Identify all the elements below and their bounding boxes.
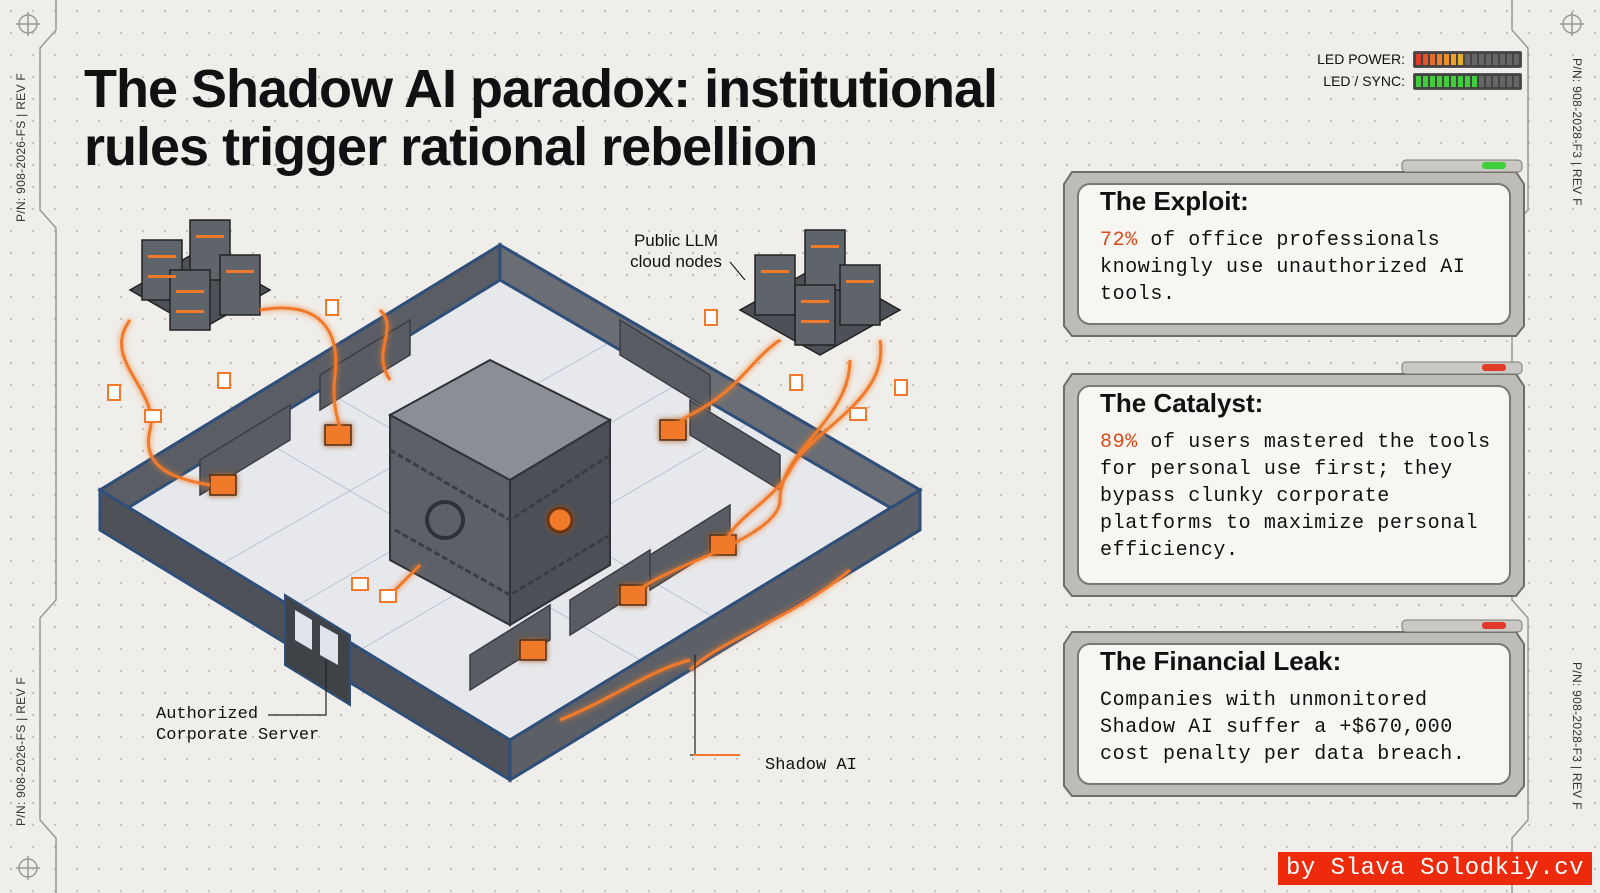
part-number-left-top: P/N: 908-2026-FS | REV F bbox=[14, 72, 28, 222]
led-segment bbox=[1493, 53, 1498, 65]
led-segment bbox=[1430, 53, 1435, 65]
card-catalyst-text: of users mastered the tools for personal… bbox=[1100, 431, 1491, 562]
led-segment bbox=[1486, 75, 1491, 87]
title-line-1: The Shadow AI paradox: institutional bbox=[84, 59, 998, 119]
led-segment bbox=[1465, 75, 1470, 87]
callout-corporate-server: Authorized Corporate Server bbox=[156, 704, 319, 746]
card-exploit-body: 72% of office professionals knowingly us… bbox=[1100, 227, 1500, 308]
document-icons bbox=[107, 299, 908, 603]
server-racks-right bbox=[738, 229, 902, 356]
led-segment bbox=[1458, 53, 1463, 65]
led-segment bbox=[1437, 53, 1442, 65]
card-exploit-stat: 72% bbox=[1100, 229, 1138, 252]
led-segment bbox=[1514, 53, 1519, 65]
led-segment bbox=[1444, 53, 1449, 65]
card-catalyst-title: The Catalyst: bbox=[1100, 388, 1264, 418]
led-segment bbox=[1423, 53, 1428, 65]
led-power-row: LED POWER: bbox=[1317, 48, 1522, 70]
card-financial-title: The Financial Leak: bbox=[1100, 646, 1342, 676]
led-segment bbox=[1444, 75, 1449, 87]
cubicles bbox=[199, 318, 781, 692]
callout-server-line2: Corporate Server bbox=[156, 726, 320, 745]
vault-server bbox=[387, 358, 613, 627]
callout-llm-line1: Public LLM bbox=[633, 231, 719, 250]
led-segment bbox=[1465, 53, 1470, 65]
office-illustration bbox=[97, 219, 923, 783]
callout-llm-line2: cloud nodes bbox=[630, 252, 722, 271]
card-catalyst-body: 89% of users mastered the tools for pers… bbox=[1100, 429, 1500, 564]
led-sync-row: LED / SYNC: bbox=[1317, 70, 1522, 92]
led-segment bbox=[1507, 53, 1512, 65]
callout-shadow-ai: Shadow AI bbox=[765, 756, 857, 775]
author-watermark: by Slava Solodkiy.cv bbox=[1277, 852, 1592, 885]
led-segment bbox=[1416, 75, 1421, 87]
led-segment bbox=[1437, 75, 1442, 87]
rack-leds bbox=[148, 235, 874, 323]
led-segment bbox=[1472, 75, 1477, 87]
led-segment bbox=[1451, 75, 1456, 87]
led-segment bbox=[1486, 53, 1491, 65]
led-segment bbox=[1500, 75, 1505, 87]
card-catalyst: The Catalyst: 89% of users mastered the … bbox=[1062, 360, 1526, 598]
part-number-left-bottom: P/N: 908-2026-FS | REV F bbox=[14, 676, 28, 826]
title-line-2: rules trigger rational rebellion bbox=[84, 117, 818, 177]
callout-llm-nodes: Public LLM cloud nodes bbox=[616, 230, 736, 272]
callout-server-line1: Authorized bbox=[156, 705, 259, 724]
card-financial-body: Companies with unmonitored Shadow AI suf… bbox=[1100, 689, 1466, 766]
card-exploit-text: of office professionals knowingly use un… bbox=[1100, 229, 1466, 306]
page-title: The Shadow AI paradox: institutional rul… bbox=[84, 60, 1044, 176]
part-number-right-bottom: P/N: 908-2028-F3 | REV F bbox=[1570, 662, 1584, 810]
led-segment bbox=[1514, 75, 1519, 87]
card-catalyst-stat: 89% bbox=[1100, 431, 1138, 454]
card-shell bbox=[1063, 159, 1525, 337]
card-financial-leak: The Financial Leak: Companies with unmon… bbox=[1062, 618, 1526, 798]
led-segment bbox=[1479, 53, 1484, 65]
led-segment bbox=[1451, 53, 1456, 65]
shadow-ai-wires bbox=[120, 306, 883, 722]
card-exploit-title: The Exploit: bbox=[1100, 186, 1249, 216]
led-panel: LED POWER: LED / SYNC: bbox=[1317, 48, 1522, 92]
wall-front-right bbox=[508, 487, 922, 783]
led-segment bbox=[1472, 53, 1477, 65]
led-segment bbox=[1479, 75, 1484, 87]
led-segment bbox=[1416, 53, 1421, 65]
led-segment bbox=[1423, 75, 1428, 87]
card-exploit: The Exploit: 72% of office professionals… bbox=[1062, 158, 1526, 338]
led-segment bbox=[1458, 75, 1463, 87]
led-sync-label: LED / SYNC: bbox=[1323, 73, 1405, 89]
led-segment bbox=[1493, 75, 1498, 87]
part-number-right-top: P/N: 908-2028-F3 | REV F bbox=[1570, 58, 1584, 206]
led-segment bbox=[1507, 75, 1512, 87]
led-power-bar bbox=[1413, 50, 1522, 68]
led-segment bbox=[1430, 75, 1435, 87]
led-power-label: LED POWER: bbox=[1317, 51, 1405, 67]
card-shell bbox=[1063, 361, 1525, 597]
led-segment bbox=[1500, 53, 1505, 65]
led-sync-bar bbox=[1413, 72, 1522, 90]
card-shell bbox=[1063, 619, 1525, 797]
